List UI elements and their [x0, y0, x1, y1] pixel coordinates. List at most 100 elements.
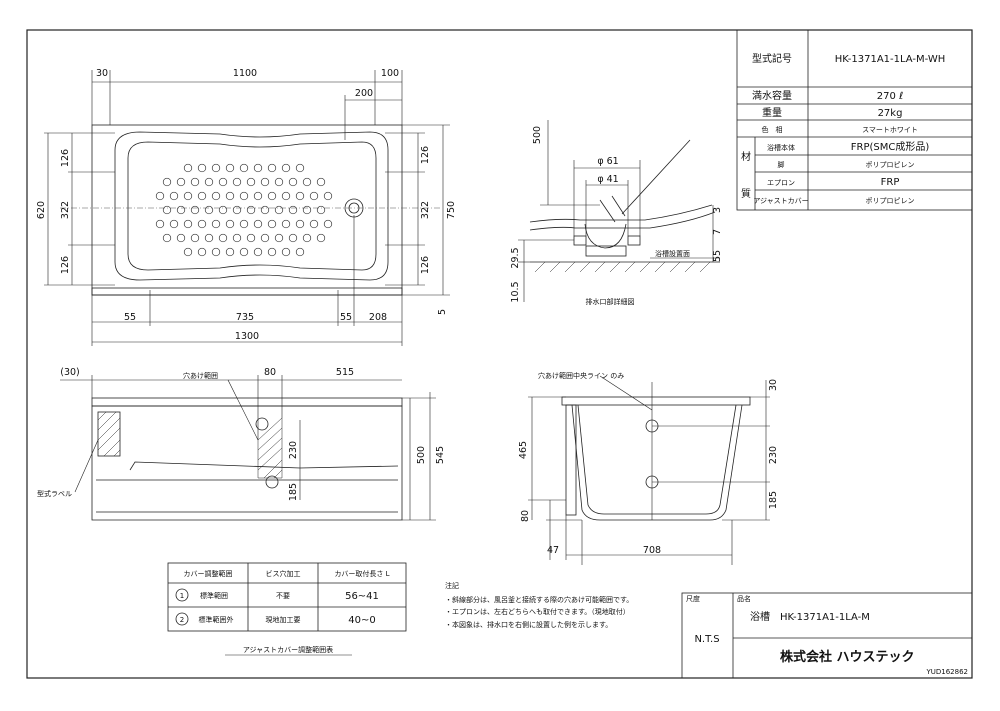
scale-label: 尺度 — [686, 594, 700, 603]
dim-front-515: 515 — [336, 367, 354, 378]
anti-slip-dot — [267, 219, 277, 229]
dim-top-200: 200 — [355, 88, 373, 99]
anti-slip-dot — [183, 191, 193, 201]
anti-slip-dot — [232, 205, 242, 215]
anti-slip-dot — [281, 219, 291, 229]
anti-slip-dot — [218, 233, 228, 243]
note-line: ・エプロンは、左右どちらへも取付できます。（現地取付） — [445, 607, 630, 616]
adjust-row-length: 40~0 — [348, 615, 375, 626]
adjust-header-range: カバー調整範囲 — [184, 569, 233, 578]
anti-slip-dot — [218, 177, 228, 187]
dim-side-708: 708 — [643, 545, 661, 556]
adjust-caption: アジャストカバー調整範囲表 — [243, 645, 333, 654]
dim-bottom-208: 208 — [369, 312, 387, 323]
anti-slip-dot — [260, 233, 270, 243]
anti-slip-dot — [253, 163, 263, 173]
anti-slip-dot — [197, 191, 207, 201]
anti-slip-dot — [183, 163, 193, 173]
dim-front-230: 230 — [288, 441, 299, 459]
anti-slip-dot — [309, 219, 319, 229]
anti-slip-dot — [274, 205, 284, 215]
model-label-tag: 型式ラベル — [37, 489, 72, 498]
anti-slip-dot — [267, 163, 277, 173]
anti-slip-dot — [183, 247, 193, 257]
dim-bottom-55b: 55 — [340, 312, 352, 323]
dim-side-47: 47 — [547, 545, 559, 556]
dim-side-465: 465 — [518, 441, 529, 459]
anti-slip-dot — [204, 177, 214, 187]
adjust-row-screw: 現地加工要 — [266, 615, 301, 624]
anti-slip-dot — [281, 247, 291, 257]
dim-right-126: 126 — [420, 146, 431, 164]
dim-top-30: 30 — [96, 68, 108, 79]
spec-row-label: 色 相 — [762, 125, 783, 134]
anti-slip-dot — [288, 233, 298, 243]
dim-front-30: (30) — [60, 367, 80, 378]
anti-slip-dot — [169, 191, 179, 201]
anti-slip-dot — [190, 233, 200, 243]
dim-right-126b: 126 — [420, 256, 431, 274]
scale-value: N.T.S — [694, 634, 719, 645]
anti-slip-dot — [253, 191, 263, 201]
anti-slip-dot — [218, 205, 228, 215]
dim-right-322: 322 — [420, 201, 431, 219]
anti-slip-dot — [211, 191, 221, 201]
anti-slip-dot — [316, 233, 326, 243]
name-value: 浴槽 HK-1371A1-1LA-M — [750, 610, 870, 623]
anti-slip-dot — [225, 247, 235, 257]
anti-slip-dot — [295, 163, 305, 173]
adjust-row-range: 標準範囲外 — [199, 615, 234, 624]
dim-top-100: 100 — [381, 68, 399, 79]
dim-left-322: 322 — [60, 201, 71, 219]
anti-slip-dot — [239, 247, 249, 257]
dim-right-750: 750 — [446, 201, 457, 219]
note-line: ・本図象は、排水口を右側に設置した例を示します。 — [445, 620, 612, 629]
anti-slip-dot — [190, 177, 200, 187]
dim-side-185: 185 — [768, 491, 779, 509]
anti-slip-dot — [162, 205, 172, 215]
drawing-number: YUD162862 — [925, 668, 968, 676]
spec-row-label: エプロン — [767, 179, 795, 187]
dim-top-1100: 1100 — [233, 68, 257, 79]
notes-title: 注記 — [445, 581, 459, 590]
company-name: 株式会社 ハウステック — [780, 649, 915, 665]
dim-7: 7 — [712, 229, 723, 235]
anti-slip-dot — [197, 247, 207, 257]
hole-range-hatch — [257, 417, 283, 479]
dim-left-620: 620 — [36, 201, 47, 219]
spec-row-label: 満水容量 — [752, 89, 792, 102]
anti-slip-dot — [169, 219, 179, 229]
anti-slip-dot — [197, 163, 207, 173]
anti-slip-dot — [323, 191, 333, 201]
anti-slip-dot — [274, 233, 284, 243]
plan-dim-lines — [44, 70, 450, 346]
anti-slip-dot — [232, 233, 242, 243]
anti-slip-dot — [302, 205, 312, 215]
model-label: 型式記号 — [752, 52, 792, 65]
anti-slip-dot — [267, 191, 277, 201]
anti-slip-dot — [281, 163, 291, 173]
dim-side-230: 230 — [768, 446, 779, 464]
side-view — [561, 396, 751, 521]
drain-dim-lines — [518, 120, 720, 302]
spec-row-label: 浴槽本体 — [767, 143, 795, 152]
anti-slip-dot — [288, 177, 298, 187]
dim-3: 3 — [712, 207, 723, 213]
anti-slip-dot — [302, 233, 312, 243]
anti-slip-dot — [239, 163, 249, 173]
anti-slip-dot — [211, 163, 221, 173]
dim-right-5: 5 — [437, 309, 448, 315]
dim-left-126b: 126 — [60, 256, 71, 274]
anti-slip-dot — [176, 205, 186, 215]
spec-row-label: アジャストカバー — [753, 197, 808, 205]
adjust-header-screw: ビス穴加工 — [266, 569, 301, 578]
anti-slip-dot — [246, 233, 256, 243]
anti-slip-dot — [155, 219, 165, 229]
anti-slip-dot — [302, 177, 312, 187]
anti-slip-dot — [253, 247, 263, 257]
drain-detail — [529, 139, 720, 263]
sheet-border — [26, 29, 973, 679]
front-dim-lines — [60, 375, 436, 521]
model-value: HK-1371A1-1LA-M-WH — [835, 54, 946, 65]
adjust-row-num: 2 — [180, 616, 184, 624]
